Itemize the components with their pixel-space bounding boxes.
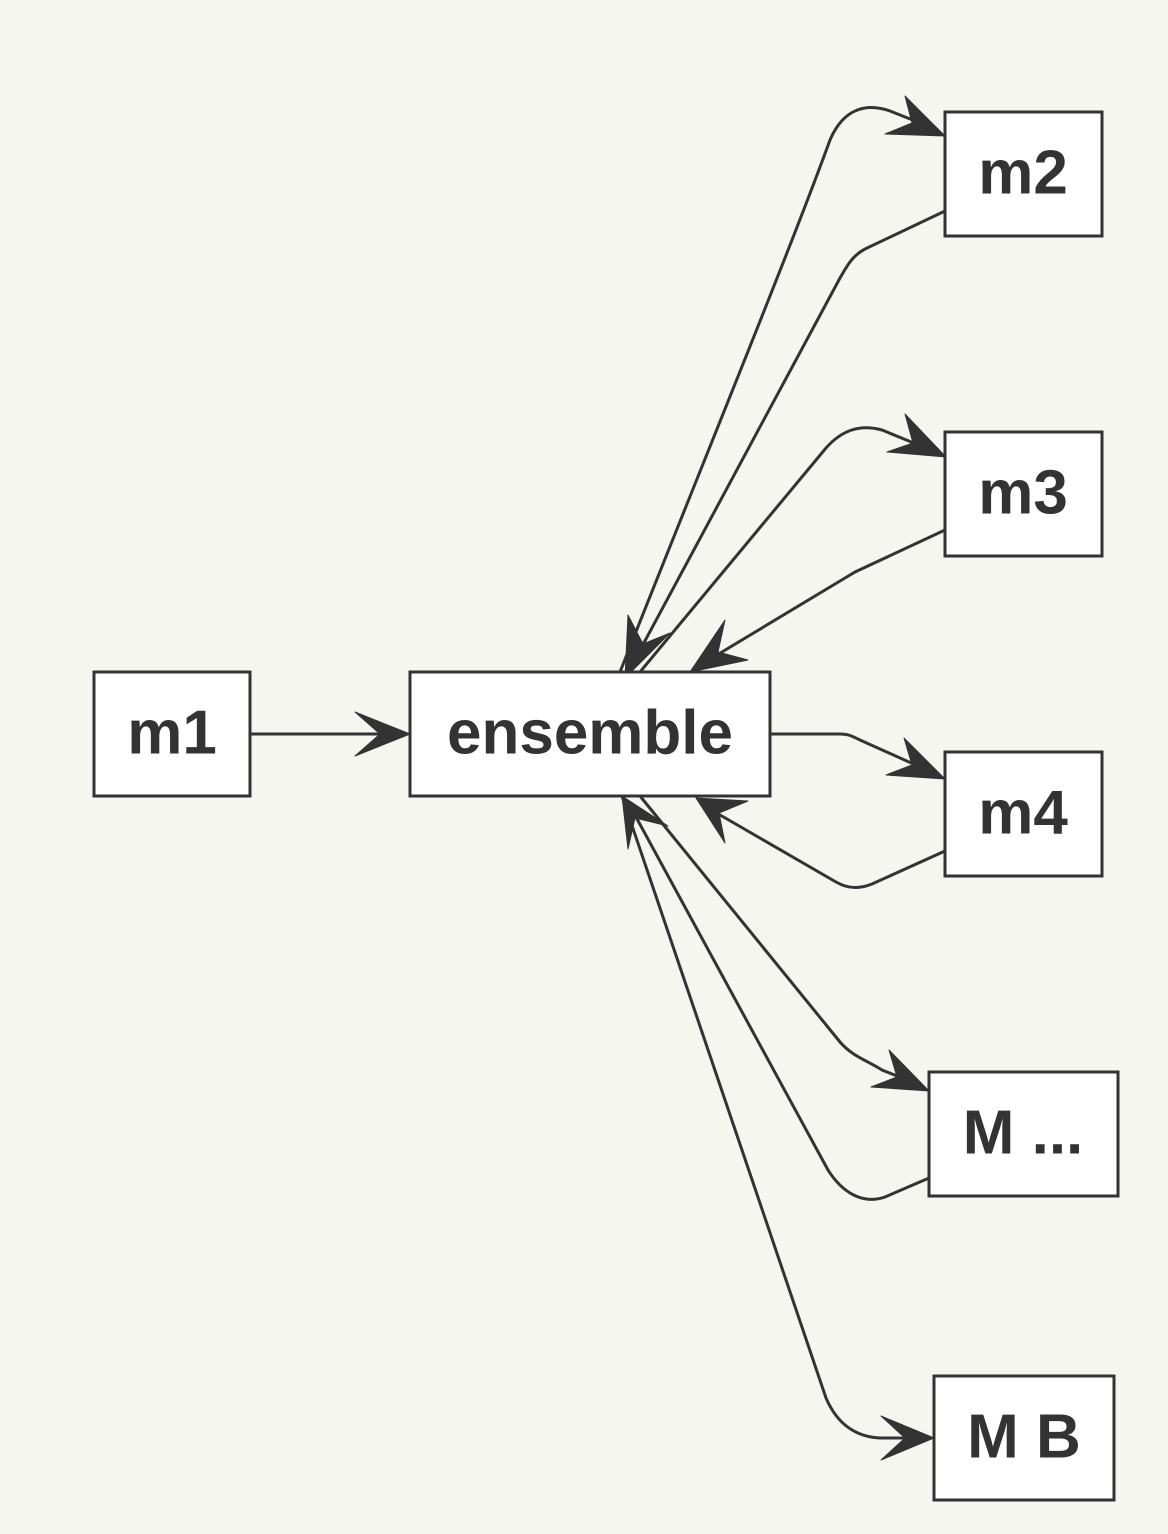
node-m2-label: m2 — [978, 138, 1068, 207]
node-mdots: M ... — [927, 1070, 1120, 1198]
node-ensemble-label: ensemble — [447, 698, 733, 767]
node-m3-box — [943, 430, 1104, 558]
edge-ensemble-to-m4 — [770, 732, 946, 780]
node-m3-label: m3 — [978, 458, 1068, 527]
node-m2-box — [943, 110, 1104, 238]
node-mb-label: M B — [967, 1402, 1081, 1471]
node-m3: m3 — [943, 430, 1104, 558]
node-m1-box — [92, 670, 252, 798]
node-m2: m2 — [943, 110, 1104, 238]
node-ensemble: ensemble — [408, 670, 772, 798]
edge-ensemble-to-m3 — [638, 413, 947, 673]
node-m4: m4 — [943, 750, 1104, 878]
node-m4-label: m4 — [978, 778, 1068, 847]
edge-m4-to-ensemble — [695, 797, 946, 889]
node-ensemble-box — [408, 670, 772, 798]
edge-ensemble-to-m2 — [618, 95, 946, 673]
node-m4-box — [943, 750, 1104, 878]
edge-mdots-to-ensemble — [621, 795, 930, 1201]
edges — [250, 95, 947, 1461]
node-mb-box — [932, 1374, 1116, 1502]
node-mdots-label: M ... — [963, 1098, 1084, 1167]
edge-m1-to-ensemble — [250, 711, 411, 757]
node-mb: M B — [932, 1374, 1116, 1502]
edge-m2-to-ensemble — [624, 209, 946, 679]
edge-m3-to-ensemble — [689, 528, 946, 673]
node-m1-label: m1 — [127, 698, 217, 767]
edge-ensemble-to-mdots — [638, 795, 930, 1092]
node-m1: m1 — [92, 670, 252, 798]
edge-ensemble-to-mb — [620, 795, 935, 1461]
node-mdots-box — [927, 1070, 1120, 1198]
